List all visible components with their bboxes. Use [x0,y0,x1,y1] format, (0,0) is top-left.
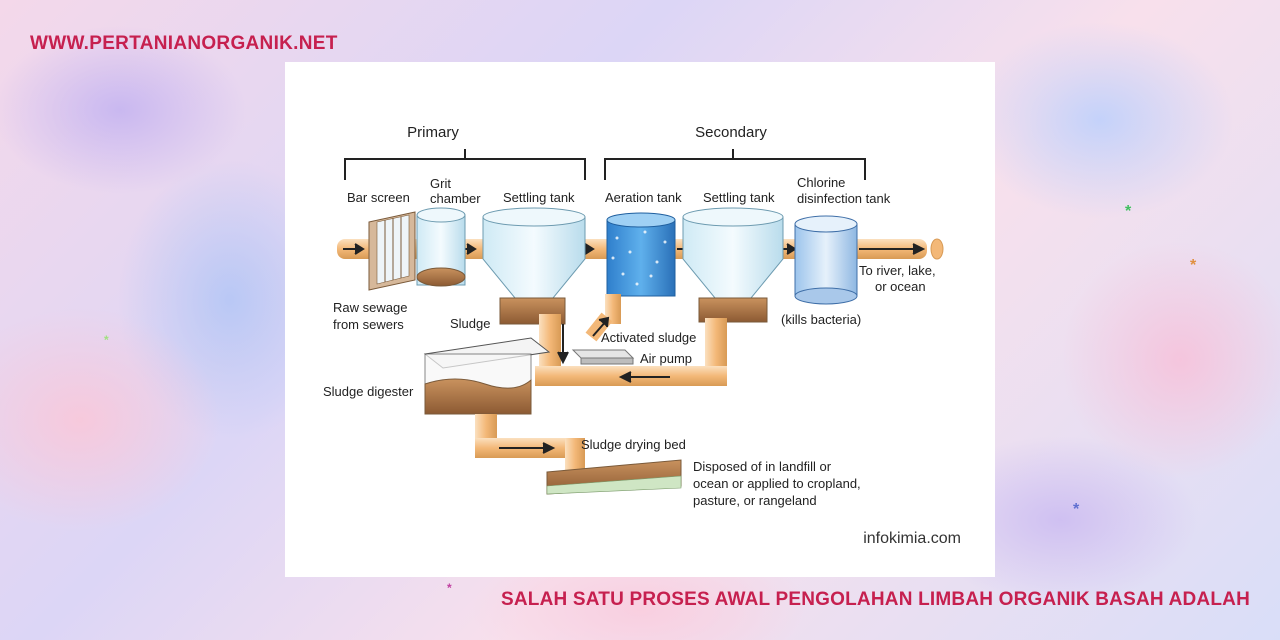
aeration-tank-label: Aeration tank [605,190,682,205]
to-river-label-2: or ocean [875,279,926,294]
sludge-label: Sludge [450,316,490,331]
chlorine-label-2: disinfection tank [797,191,891,206]
aeration-bubbles [611,230,667,286]
bar-screen-label: Bar screen [347,190,410,205]
to-river-label: To river, lake, [859,263,936,278]
secondary-bracket [604,149,866,180]
sludge-pipe-down [539,314,561,372]
stage-primary-label: Primary [407,124,459,141]
disposal-label-3: pasture, or rangeland [693,493,817,508]
aeration-tank [606,219,676,297]
page-caption: SALAH SATU PROSES AWAL PENGOLAHAN LIMBAH… [501,589,1250,610]
star-icon: * [1125,203,1132,220]
sludge-digester-contents [424,378,532,415]
settling-tank-2-sludge [698,297,768,323]
air-pump-label: Air pump [640,351,692,366]
star-icon: * [104,333,109,347]
grit-chamber-top [416,207,466,223]
chlorine-tank [794,223,858,297]
flow-arrow-return [618,371,670,383]
settling-tank-2 [682,216,784,299]
chlorine-label: Chlorine [797,175,845,190]
flow-arrow-down [557,324,569,365]
settling-tank-1-top [482,207,586,227]
site-url[interactable]: WWW.PERTANIANORGANIK.NET [30,33,338,54]
settling-tank-2-label: Settling tank [703,190,775,205]
diagram-panel: Primary Secondary Bar screen Grit chambe… [285,62,995,577]
kills-bacteria-label: (kills bacteria) [781,312,861,327]
air-pump [571,349,635,359]
settling-tank-2-top [682,207,784,227]
flow-arrow-inlet [343,243,365,255]
disposal-label-2: ocean or applied to cropland, [693,476,861,491]
settling-tank-1-label: Settling tank [503,190,575,205]
watermark: infokimia.com [863,530,961,547]
raw-sewage-label: Raw sewage [333,300,407,315]
bar-screen-bars [384,217,402,282]
drying-bed-base [546,475,682,495]
primary-bracket [344,149,586,180]
activated-sludge-label: Activated sludge [601,330,696,345]
outfall-end [930,238,944,260]
flow-arrow-outlet [859,243,926,255]
star-icon: * [1190,257,1197,274]
chlorine-tank-bottom [794,287,858,305]
sludge-drying-bed-label: Sludge drying bed [581,437,686,452]
stage-secondary-label: Secondary [695,124,767,141]
drying-bed-drop-pipe [565,438,585,474]
sludge-digester-label: Sludge digester [323,384,414,399]
star-icon: * [447,581,452,595]
raw-sewage-label-2: from sewers [333,317,404,332]
grit-chamber-label: Grit [430,176,451,191]
aeration-tank-top [606,212,676,228]
chlorine-tank-top [794,215,858,233]
grit-chamber-sediment [416,267,466,287]
flow-arrow-activated [592,316,610,337]
wastewater-treatment-diagram: Primary Secondary Bar screen Grit chambe… [323,124,961,547]
disposal-label-1: Disposed of in landfill or [693,459,832,474]
air-pump-base [580,357,634,365]
aeration-return-pipe [605,294,621,324]
flow-arrow-drying [499,442,556,454]
star-icon: * [1073,501,1080,518]
settling-tank-1 [482,216,586,299]
grit-chamber-label-2: chamber [430,191,481,206]
